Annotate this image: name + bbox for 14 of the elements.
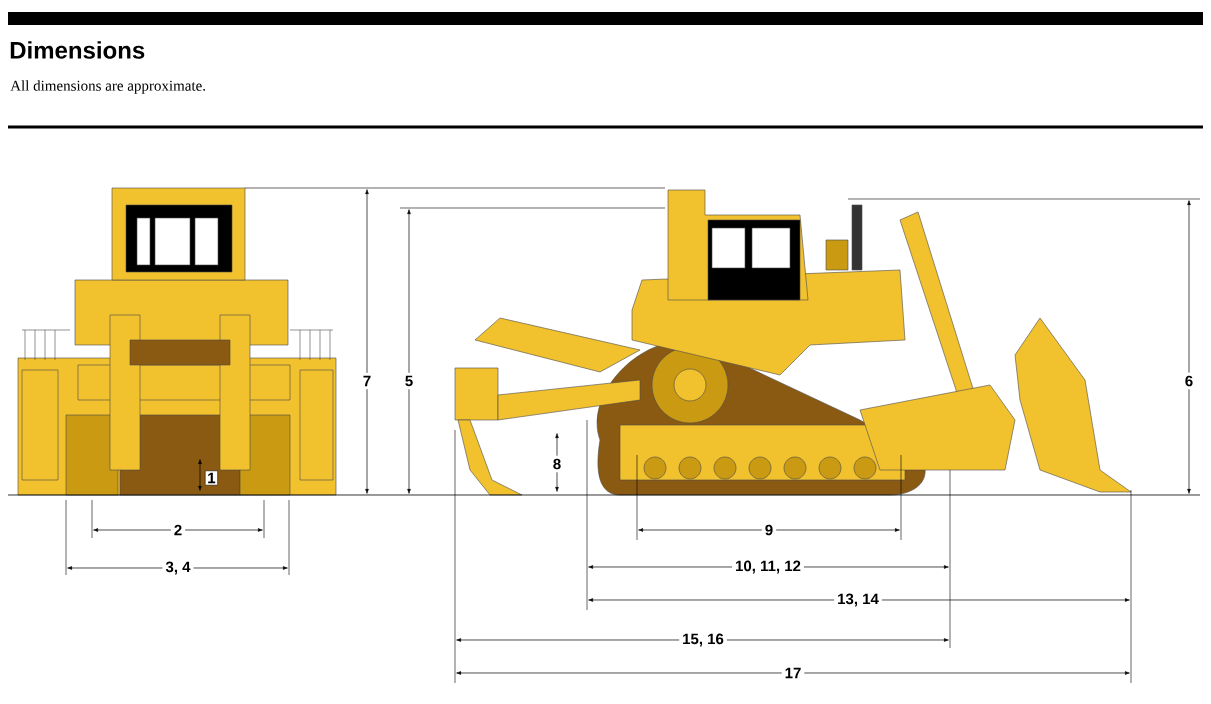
dimension-label: 1 [205, 470, 218, 486]
dimension-label: 3, 4 [162, 558, 194, 578]
dimension-label: 6 [1181, 372, 1197, 390]
dimension-label: 7 [359, 372, 375, 390]
dimension-label: 5 [401, 372, 417, 390]
dimension-label: 10, 11, 12 [732, 557, 804, 577]
caption: All dimensions are approximate. [10, 80, 206, 94]
dimension-label: 9 [761, 521, 777, 539]
dimension-label: 17 [781, 664, 805, 682]
dimension-label: 2 [170, 521, 186, 539]
dimension-label: 8 [549, 455, 565, 473]
dimension-label: 13, 14 [834, 590, 882, 610]
heading: Dimensions [10, 41, 145, 59]
dimension-label: 15, 16 [679, 630, 727, 650]
